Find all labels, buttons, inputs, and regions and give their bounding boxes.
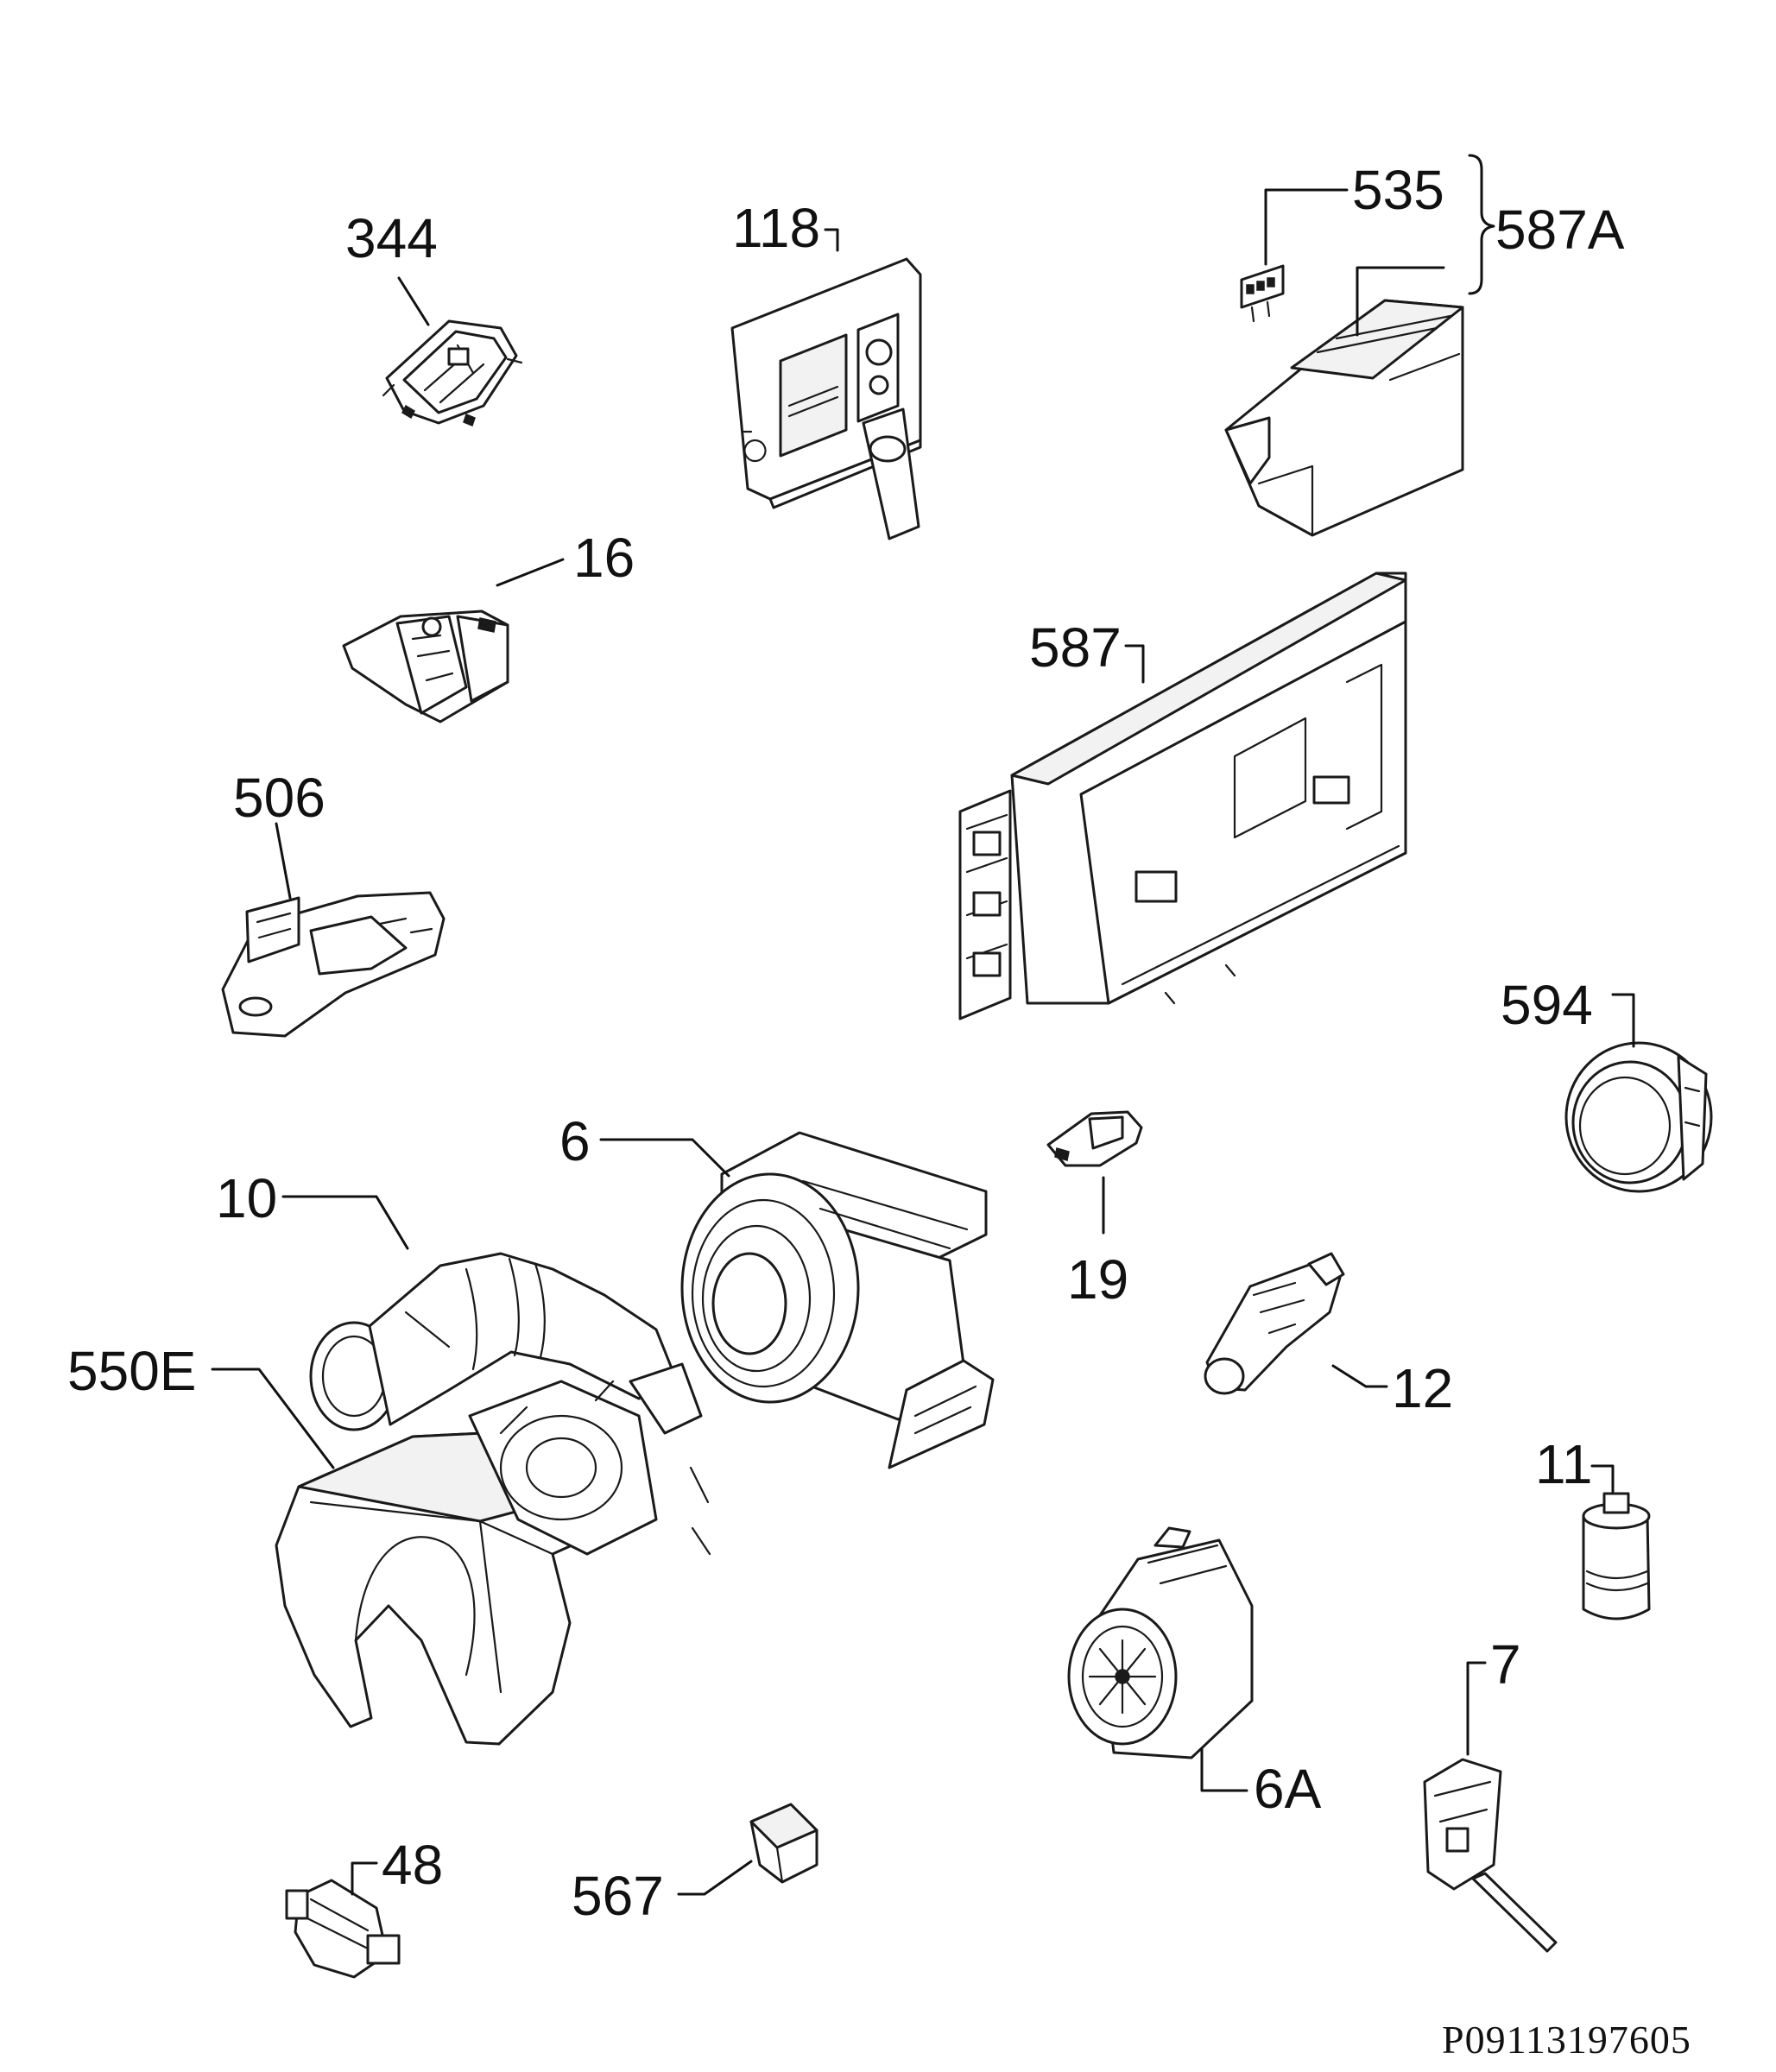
callout-label-48: 48 [382,1834,443,1896]
callout-48: 48 [351,1834,443,1896]
leader-line-6A [1200,1747,1248,1792]
part-594[interactable] [1564,1041,1713,1193]
callout-label-118: 118 [732,197,820,259]
callout-label-594: 594 [1501,974,1593,1036]
callout-label-587: 587 [1029,616,1122,679]
callout-label-344: 344 [345,207,438,269]
leader-line-535 [1264,188,1349,266]
part-6A[interactable] [1067,1526,1254,1759]
leader-line-587 [1124,644,1145,684]
leader-line-6 [599,1138,730,1178]
callout-12: 12 [1331,1357,1453,1419]
leader-line-10 [281,1195,409,1250]
callout-550E: 550E [67,1340,335,1469]
callout-label-11: 11 [1535,1433,1592,1495]
part-344[interactable] [382,319,523,426]
part-587a-module[interactable] [1224,299,1464,537]
callout-535-587A: 535 587A [1264,154,1625,337]
leader-line-567 [677,1860,753,1896]
part-19[interactable] [1046,1110,1143,1167]
part-535[interactable] [1240,264,1285,323]
part-6[interactable] [680,1131,995,1469]
callout-label-19: 19 [1067,1248,1128,1311]
leader-line-594 [1611,993,1635,1048]
part-506[interactable] [221,891,446,1038]
part-7[interactable] [1423,1758,1558,1953]
callout-118: 118 [732,197,839,259]
part-118[interactable] [730,257,922,540]
brace-587A [1468,154,1495,295]
callout-label-12: 12 [1392,1357,1453,1419]
part-16[interactable] [342,610,509,723]
callout-594: 594 [1501,974,1635,1048]
callout-10: 10 [216,1167,409,1250]
part-567[interactable] [749,1803,818,1884]
leader-line-12 [1331,1364,1388,1388]
part-48[interactable] [285,1879,401,1979]
callout-6: 6 [559,1110,730,1178]
leader-line-587a [1356,266,1445,337]
callout-label-7: 7 [1490,1633,1521,1696]
callout-11: 11 [1535,1433,1615,1495]
callout-label-16: 16 [573,527,635,589]
part-12[interactable] [1204,1252,1345,1395]
callout-label-567: 567 [572,1865,664,1927]
leader-line-550E [211,1368,335,1469]
callout-19: 19 [1067,1176,1128,1311]
callout-7: 7 [1466,1633,1521,1756]
leader-line-11 [1590,1464,1615,1494]
callout-label-6A: 6A [1254,1758,1322,1820]
leader-line-16 [496,558,565,587]
part-10[interactable] [309,1252,675,1431]
part-550E[interactable] [275,1362,711,1746]
callout-587: 587 [1029,616,1145,684]
callout-506: 506 [233,767,325,900]
callout-567: 567 [572,1860,753,1927]
leader-line-7 [1466,1661,1487,1756]
leader-line-506 [275,822,292,900]
leader-line-48 [351,1861,378,1896]
callout-label-535: 535 [1352,159,1444,221]
part-587[interactable] [958,572,1407,1020]
callout-label-6: 6 [559,1110,591,1172]
part-11[interactable] [1582,1492,1651,1620]
callout-label-550E: 550E [67,1340,196,1402]
callout-344: 344 [345,207,438,326]
callout-16: 16 [496,527,635,589]
leader-line-344 [397,276,430,326]
callout-label-10: 10 [216,1167,277,1229]
callout-6A: 6A [1200,1747,1322,1820]
drawing-code: P09113197605 [1442,2018,1691,2062]
leader-line-118 [824,228,839,252]
callout-label-506: 506 [233,767,325,829]
callout-label-587A: 587A [1495,199,1625,261]
